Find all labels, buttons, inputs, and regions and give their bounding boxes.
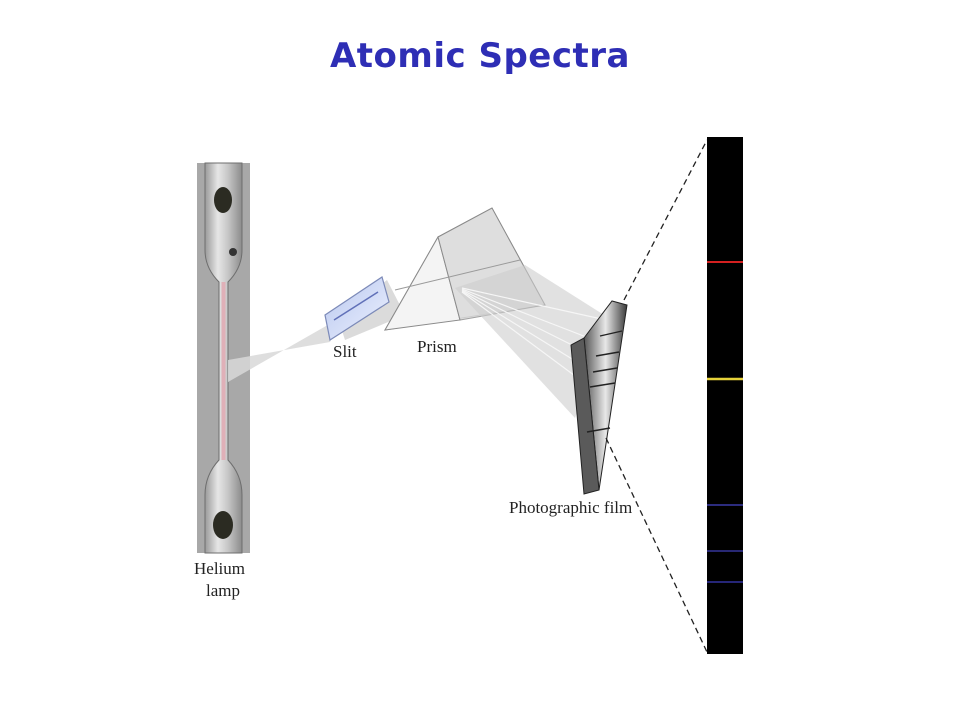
light-beam-to-slit (228, 318, 340, 382)
lamp-lower-electrode (213, 511, 233, 539)
lamp-label-line1: Helium (194, 559, 245, 578)
prism-label: Prism (417, 337, 457, 356)
zoom-line-top (623, 139, 708, 301)
slit-plate (324, 276, 390, 341)
lamp-nub (229, 248, 237, 256)
ray-2 (461, 288, 608, 346)
dispersed-ray-fan (455, 265, 612, 418)
film-mark-5 (586, 427, 611, 433)
emission-spectrum (707, 137, 743, 654)
film-mark-3 (592, 367, 618, 373)
ray-5 (461, 291, 595, 391)
lamp-label-line2: lamp (206, 581, 240, 600)
photographic-film (570, 300, 628, 495)
film-label: Photographic film (509, 498, 632, 517)
film-mark-2 (595, 351, 620, 357)
film-plate-edge (570, 337, 600, 495)
dispersed-rays (455, 265, 616, 418)
slit-label: Slit (333, 342, 357, 361)
lamp-glow-capillary (221, 282, 226, 460)
film-mark-1 (599, 330, 623, 337)
ray-1 (461, 287, 616, 323)
slit (324, 276, 390, 341)
lamp-upper-electrode (214, 187, 232, 213)
prism-refraction-line (394, 259, 521, 291)
slide-title: Atomic Spectra (329, 36, 630, 76)
film-mark-4 (589, 382, 616, 388)
spectrum-background (707, 137, 743, 654)
slit-opening (333, 291, 379, 321)
zoom-line-bottom (605, 437, 708, 653)
